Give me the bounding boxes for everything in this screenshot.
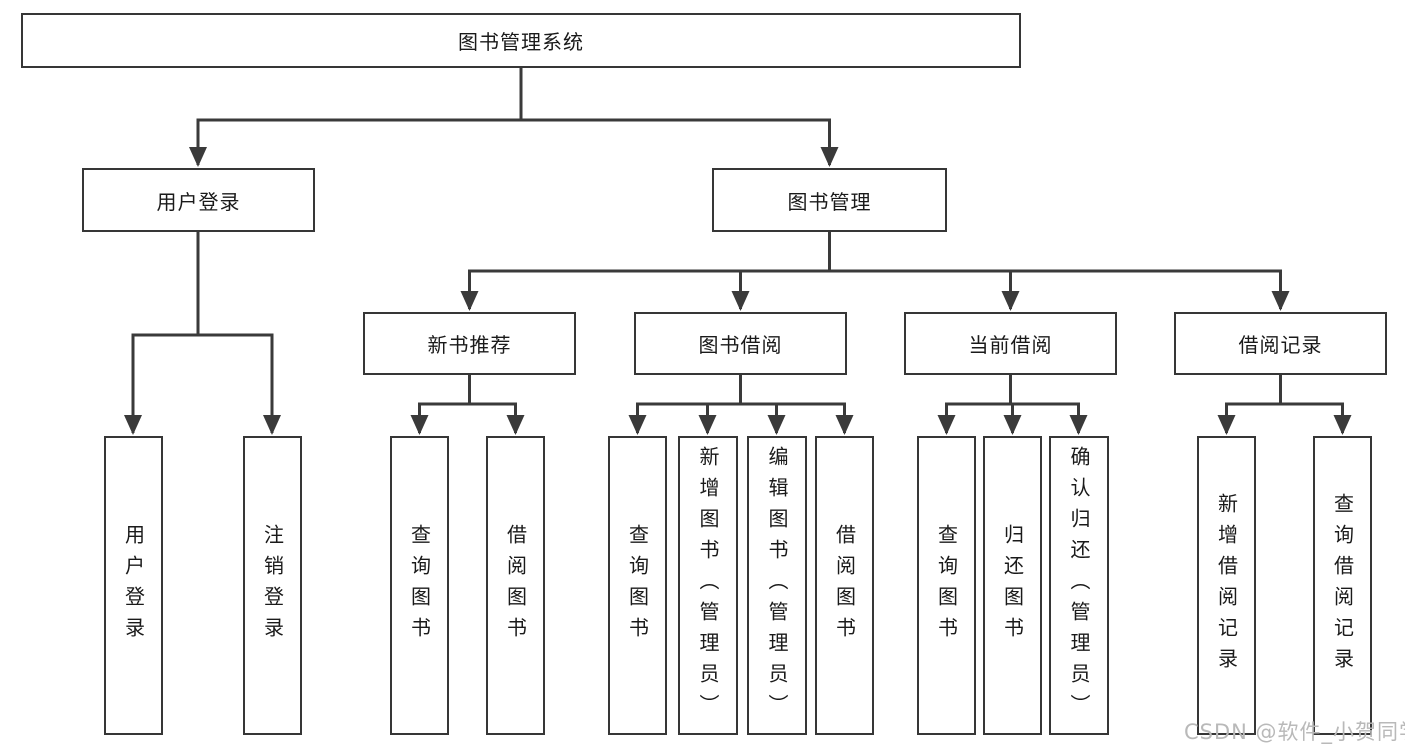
csdn-watermark: CSDN @软件_小贺同学 — [1184, 720, 1405, 744]
node-borrow-records: 借阅记录 — [1174, 312, 1387, 375]
leaf-borrow-edit-books-admin: 编辑图书（管理员） — [747, 436, 807, 735]
node-current-borrow: 当前借阅 — [904, 312, 1117, 375]
leaf-records-add-borrow-record: 新增借阅记录 — [1197, 436, 1256, 735]
leaf-borrow-add-books-admin: 新增图书（管理员） — [678, 436, 738, 735]
leaf-current-query-books: 查询图书 — [917, 436, 976, 735]
node-user-login: 用户登录 — [82, 168, 315, 232]
node-book-borrow: 图书借阅 — [634, 312, 847, 375]
leaf-logout: 注销登录 — [243, 436, 302, 735]
leaf-current-confirm-return-admin: 确认归还（管理员） — [1049, 436, 1109, 735]
node-book-management: 图书管理 — [712, 168, 947, 232]
node-new-book-recommend: 新书推荐 — [363, 312, 576, 375]
leaf-current-return-books: 归还图书 — [983, 436, 1042, 735]
leaf-borrow-query-books: 查询图书 — [608, 436, 667, 735]
leaf-borrow-borrow-books: 借阅图书 — [815, 436, 874, 735]
leaf-user-login: 用户登录 — [104, 436, 163, 735]
leaf-records-query-borrow-record: 查询借阅记录 — [1313, 436, 1372, 735]
leaf-recommend-query-books: 查询图书 — [390, 436, 449, 735]
leaf-recommend-borrow-books: 借阅图书 — [486, 436, 545, 735]
node-root-library-management-system: 图书管理系统 — [21, 13, 1021, 68]
